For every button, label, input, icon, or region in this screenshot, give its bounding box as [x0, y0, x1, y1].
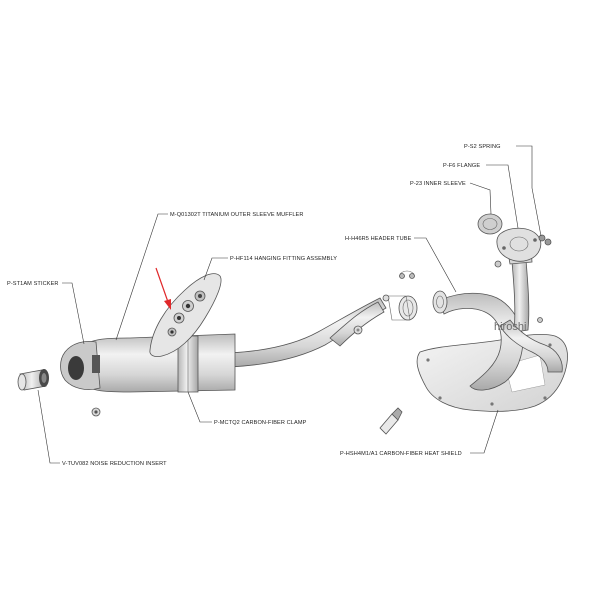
leader-lines — [37, 145, 542, 464]
inlet-sleeve — [387, 295, 418, 321]
label-inner-sleeve: P-23 INNER SLEEVE — [410, 181, 466, 187]
label-heat-shield: P-HSH4M1/A1 CARBON-FIBER HEAT SHIELD — [340, 451, 462, 457]
label-flange: P-F6 FLANGE — [443, 163, 480, 169]
heat-shield-rivets — [426, 343, 552, 406]
label-spring: P-S2 SPRING — [464, 144, 501, 150]
small-bolt — [91, 407, 101, 417]
hanger-bolt — [382, 294, 390, 302]
inner-sleeve — [477, 213, 503, 235]
red-pointer-arrow — [155, 267, 171, 310]
label-header-tube: H-H46R5 HEADER TUBE — [345, 236, 412, 242]
noise-reduction-insert — [17, 369, 49, 391]
header-nut — [494, 260, 502, 268]
header-riser — [511, 259, 530, 333]
grease-tube — [379, 407, 403, 435]
label-noise-insert: V-TUV082 NOISE REDUCTION INSERT — [62, 461, 167, 467]
flange — [496, 227, 542, 262]
header-inlet — [432, 290, 448, 314]
header-tube — [439, 292, 524, 391]
watermark: hiroshi — [494, 321, 526, 333]
spring — [538, 234, 552, 246]
header-spring — [399, 270, 415, 279]
label-muffler: M-Q01302T TITANIUM OUTER SLEEVE MUFFLER — [170, 212, 304, 218]
label-sticker: P-ST1AM STICKER — [7, 281, 59, 287]
riser-pipe — [329, 301, 385, 347]
label-hanging-fitting: P-HF114 HANGING FITTING ASSEMBLY — [230, 256, 337, 262]
fitting-washers — [167, 290, 206, 337]
header-bracket-bolt — [537, 317, 543, 323]
muffler-sticker — [92, 355, 100, 373]
end-cap-logo — [68, 356, 84, 380]
header-outlet — [499, 319, 563, 373]
label-clamp: P-MCTQ2 CARBON-FIBER CLAMP — [214, 420, 307, 426]
